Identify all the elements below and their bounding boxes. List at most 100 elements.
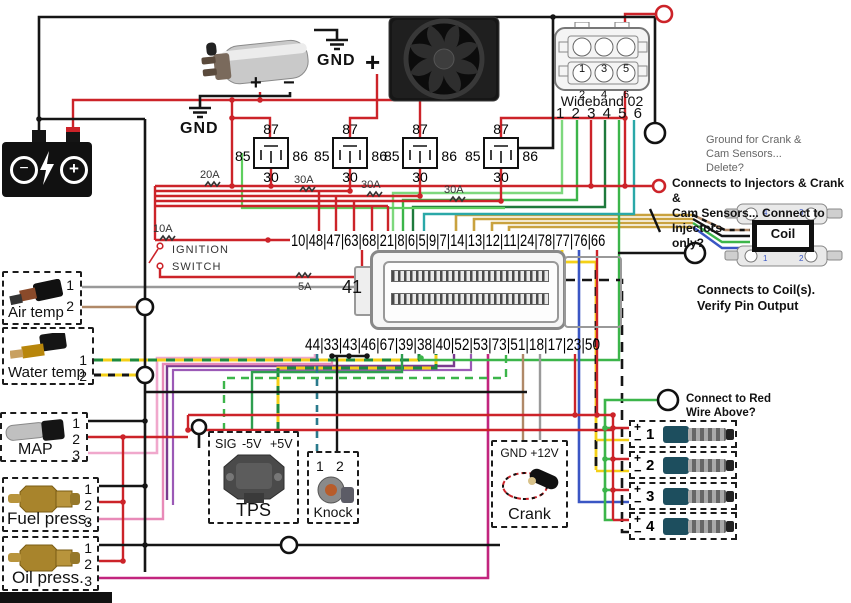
- relay-1-pin85: 85: [235, 148, 251, 164]
- oil-press-box: 1 2 3 Oil press.: [2, 536, 99, 591]
- crank-sensor-icon: [502, 468, 559, 500]
- air-temp-box: 1 2 Air temp: [2, 271, 82, 325]
- red-wire-note: Connect to Red Wire Above?: [686, 393, 771, 420]
- fuse-10a-label: 10A: [153, 223, 173, 235]
- coil-terminal-1: 1: [763, 254, 768, 263]
- fuel-pump-icon: [201, 39, 309, 85]
- air-temp-sensor-icon: [9, 279, 64, 306]
- relay-1: 87 85 86 30: [235, 121, 308, 186]
- ecu-bottom-pin-row: 44|33|43|46|67|39|38|40|52|53|73|51|18|1…: [305, 335, 601, 354]
- injector-1-box: + − 1: [629, 420, 737, 448]
- ecu-pin41-label: 41: [342, 277, 363, 297]
- crank-label: Crank: [508, 505, 551, 523]
- ground-symbol-icon: [189, 38, 348, 119]
- fuse-30a-label-3: 30A: [444, 184, 464, 196]
- wideband-slot-4: 4: [601, 89, 608, 101]
- map-pin-2: 2: [72, 431, 80, 447]
- ecu-pin-strip: [391, 270, 549, 282]
- crank-pins-label: GND +12V: [500, 446, 559, 460]
- relay-4-pin87: 87: [493, 121, 509, 137]
- oil-press-sensor-icon: [8, 544, 80, 572]
- injector-3-number: 3: [646, 488, 655, 505]
- wideband-connector: 1 3 5 2 4 6: [552, 21, 652, 122]
- red-connector-icon: [651, 178, 667, 194]
- injector-3-box: + − 3: [629, 482, 737, 510]
- crank-box: GND +12V Crank: [491, 440, 568, 528]
- wideband-slot-2: 2: [579, 89, 586, 101]
- gnd2-label: GND: [317, 52, 356, 69]
- relay-2-pin85: 85: [314, 148, 330, 164]
- map-sensor-icon: [5, 419, 65, 441]
- oil-press-label: Oil press.: [12, 568, 84, 588]
- coil-connector-icon: [683, 241, 707, 265]
- injector-4-minus: −: [634, 524, 642, 539]
- relay-2-pin30: 30: [342, 169, 358, 185]
- relay-3: 87 85 86 30: [384, 121, 457, 186]
- battery-neg-symbol: −: [10, 156, 38, 184]
- fuse-5a-label: 5A: [298, 281, 312, 293]
- wideband-pin-5: 5: [618, 105, 627, 122]
- battery-pos-symbol: +: [60, 156, 88, 184]
- injector-icon: [663, 457, 689, 474]
- battery: − +: [2, 127, 92, 197]
- oil-press-pin-3: 3: [84, 573, 92, 589]
- injector-icon: [663, 518, 689, 535]
- coil-note: Connects to Coil(s). Verify Pin Output: [697, 283, 816, 313]
- injector-1-minus: −: [634, 432, 642, 447]
- relay-box-icon: [483, 137, 519, 169]
- fuel-press-pin-3: 3: [84, 514, 92, 530]
- water-temp-box: 1 2 Water temp: [2, 327, 94, 385]
- injector-note: Connects to Injectors & Crank & Cam Sens…: [672, 176, 845, 250]
- lightning-icon: [40, 151, 54, 185]
- tps-label: TPS: [235, 500, 271, 521]
- map-label: MAP: [18, 440, 53, 458]
- fuel-pump: [196, 30, 316, 94]
- fuse-30a-label-1: 30A: [294, 174, 314, 186]
- fuse-icon: [159, 180, 466, 279]
- pump-plus-label: +: [250, 72, 262, 94]
- tps-sensor-icon: [223, 454, 285, 503]
- oil-press-pin-2: 2: [84, 556, 92, 572]
- ecu-connector: [354, 248, 622, 332]
- relay-box-icon: [402, 137, 438, 169]
- coil-label: Coil: [770, 226, 796, 241]
- injector-2-minus: −: [634, 463, 642, 478]
- air-temp-pin-2: 2: [66, 298, 74, 314]
- fuel-press-pin-1: 1: [84, 481, 92, 497]
- injector-2-box: + − 2: [629, 451, 737, 479]
- red-connector-icon: [654, 4, 674, 24]
- knock-label: Knock: [313, 503, 353, 520]
- tps-box: SIG -5V +5V TPS: [208, 431, 299, 524]
- relay-4-pin86: 86: [522, 148, 538, 164]
- ground-connector-icon: [643, 121, 667, 145]
- ecu-top-pin-row: 10|48|47|63|68|21|8|6|5|9|7|14|13|12|11|…: [291, 231, 606, 250]
- bottom-bar: [0, 592, 112, 603]
- relay-2-pin87: 87: [342, 121, 358, 137]
- bullet-connector-icon: [135, 297, 155, 317]
- map-pin-1: 1: [72, 415, 80, 431]
- fuel-press-box: 1 2 3 Fuel press.: [2, 477, 99, 532]
- ecu-pin-strip: [391, 293, 549, 305]
- injector-3-plus: +: [634, 482, 642, 496]
- injector-1-number: 1: [646, 426, 655, 443]
- relay-2-pin86: 86: [371, 148, 387, 164]
- injector-2-plus: +: [634, 451, 642, 465]
- water-temp-sensor-icon: [10, 333, 67, 359]
- wideband-pin-numbers: 1 2 3 4 5 6: [556, 105, 642, 122]
- fuse-30a-label-2: 30A: [361, 179, 381, 191]
- oil-press-pin-1: 1: [84, 540, 92, 556]
- relay-box-icon: [332, 137, 368, 169]
- fuel-press-label: Fuel press.: [7, 509, 92, 529]
- water-temp-pin-1: 1: [79, 352, 87, 368]
- injector-1-plus: +: [634, 420, 642, 434]
- wideband-label: Wideband 02: [560, 93, 644, 109]
- water-temp-pin-2: 2: [79, 368, 87, 384]
- relay-1-pin86: 86: [292, 148, 308, 164]
- wideband-slot-6: 6: [623, 89, 630, 101]
- wideband-pin-1: 1: [556, 105, 565, 122]
- injector-3-minus: −: [634, 494, 642, 509]
- relay-4-pin85: 85: [465, 148, 481, 164]
- fuse-20a-label: 20A: [200, 169, 220, 181]
- battery-neg-post: [32, 130, 46, 144]
